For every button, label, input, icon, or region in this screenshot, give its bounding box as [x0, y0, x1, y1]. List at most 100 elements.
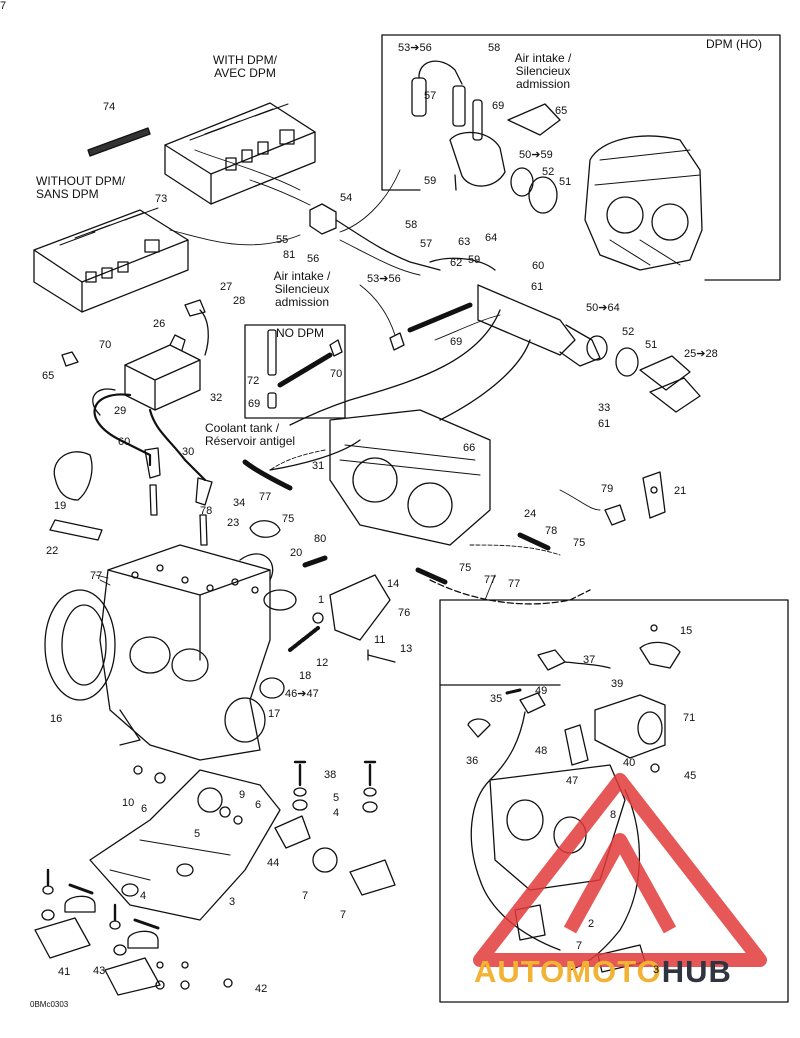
callout-label: 76	[398, 607, 411, 619]
callout-label: 78	[200, 505, 213, 517]
callout-label: 4	[140, 890, 147, 902]
carburetor-assembly	[269, 409, 491, 546]
callout-label: 8	[610, 809, 617, 821]
inset-box	[439, 599, 789, 1003]
bracket-11	[329, 574, 391, 641]
callout-label: 77	[484, 574, 497, 586]
callout-label: 48	[535, 745, 548, 757]
callout-label: 47	[566, 775, 579, 787]
callout-label: 60	[118, 436, 131, 448]
callout-label: 43	[93, 965, 106, 977]
callout-label: 51	[645, 339, 658, 351]
callout-label: 65	[42, 370, 55, 382]
hose-75-top	[242, 459, 293, 491]
callout-label: 34	[233, 497, 246, 509]
callout-label: 3	[229, 896, 236, 908]
callout-label: 52	[622, 326, 635, 338]
dpm-module	[411, 60, 561, 214]
callout-label: 29	[114, 405, 127, 417]
callout-label: 40	[623, 757, 636, 769]
callout-label: 58	[405, 219, 418, 231]
callout-label: 33	[598, 402, 611, 414]
callout-label: 44	[267, 857, 280, 869]
caption-with-dpm: WITH DPM/ AVEC DPM	[213, 53, 277, 80]
callout-label: 69	[492, 100, 505, 112]
callout-label: 6	[141, 803, 148, 815]
callout-label: 79	[601, 483, 614, 495]
callout-label: 55	[276, 234, 289, 246]
hose-75-right	[517, 532, 551, 551]
callout-label: 10	[122, 797, 135, 809]
callout-label: 30	[182, 446, 195, 458]
callout-label: 13	[400, 643, 413, 655]
callout-label: 52	[542, 166, 555, 178]
callout-label: 7	[302, 890, 309, 902]
ecu-with-dpm	[164, 102, 316, 205]
callout-label: 81	[283, 249, 296, 261]
caption-without-dpm: WITHOUT DPM/ SANS DPM	[36, 174, 126, 201]
callout-label: 50➔64	[586, 302, 620, 314]
caption-dpm-ho: DPM (HO)	[706, 37, 762, 51]
callout-label: 61	[531, 281, 544, 293]
spark-plug-left	[149, 484, 158, 516]
hose-79	[302, 555, 328, 568]
callout-label: 69	[248, 398, 261, 410]
ecu-without-dpm	[33, 207, 189, 313]
washer-14	[312, 612, 324, 624]
callout-label: 7	[0, 0, 7, 12]
hose-75-low	[415, 567, 448, 585]
callout-label: 3	[653, 964, 660, 976]
callout-label: 28	[233, 295, 246, 307]
callout-label: 77	[90, 570, 103, 582]
callout-label: 69	[450, 336, 463, 348]
cap-34	[53, 451, 93, 501]
callout-label: 35	[490, 693, 503, 705]
connector-70	[389, 332, 405, 351]
callout-label: 59	[424, 175, 437, 187]
callout-label: 2	[588, 918, 595, 930]
callout-label: 45	[684, 770, 697, 782]
callout-label: 38	[324, 769, 337, 781]
motor-mount-plate	[89, 769, 281, 921]
callout-label: 6	[255, 799, 262, 811]
callout-label: 14	[387, 578, 400, 590]
callout-label: 77	[259, 491, 272, 503]
caption-air-intake-top: Air intake / Silencieux admission	[514, 51, 572, 91]
callout-label: 22	[46, 545, 59, 557]
callout-label: 61	[598, 418, 611, 430]
hose-line-lower	[429, 579, 591, 605]
callout-label: 50➔59	[519, 149, 553, 161]
callout-label: 5	[333, 792, 340, 804]
callout-label: 78	[545, 525, 558, 537]
callout-label: 1	[318, 594, 325, 606]
rubber-mounts	[34, 787, 396, 996]
callout-label: 56	[307, 253, 320, 265]
callout-label: 23	[227, 517, 240, 529]
callout-label: 53➔56	[367, 273, 401, 285]
callout-label: 75	[459, 562, 472, 574]
callout-label: 24	[524, 508, 537, 520]
main-dpm-solenoid	[289, 203, 701, 426]
callout-label: 77	[508, 578, 521, 590]
callout-label: 72	[247, 375, 260, 387]
dpm-box	[381, 34, 781, 281]
engine-block	[44, 544, 297, 761]
spring-15	[288, 626, 320, 652]
callout-label: 11	[374, 634, 386, 646]
caption-air-intake-mid: Air intake / Silencieux admission	[273, 269, 331, 309]
callout-label: 7	[340, 909, 347, 921]
fastener-stack-center	[41, 760, 378, 990]
callout-label: 37	[583, 654, 596, 666]
callout-label: 63	[458, 236, 471, 248]
callout-label: 46➔47	[285, 688, 319, 700]
callout-label: 74	[103, 101, 116, 113]
callout-label: 66	[463, 442, 476, 454]
drawing-code: 0BMc0303	[30, 1000, 69, 1009]
caption-no-dpm: NO DPM	[276, 326, 324, 340]
callout-label: 20	[290, 547, 303, 559]
callout-label: 9	[239, 789, 246, 801]
callout-label: 75	[573, 537, 586, 549]
callout-label: 59	[468, 254, 481, 266]
